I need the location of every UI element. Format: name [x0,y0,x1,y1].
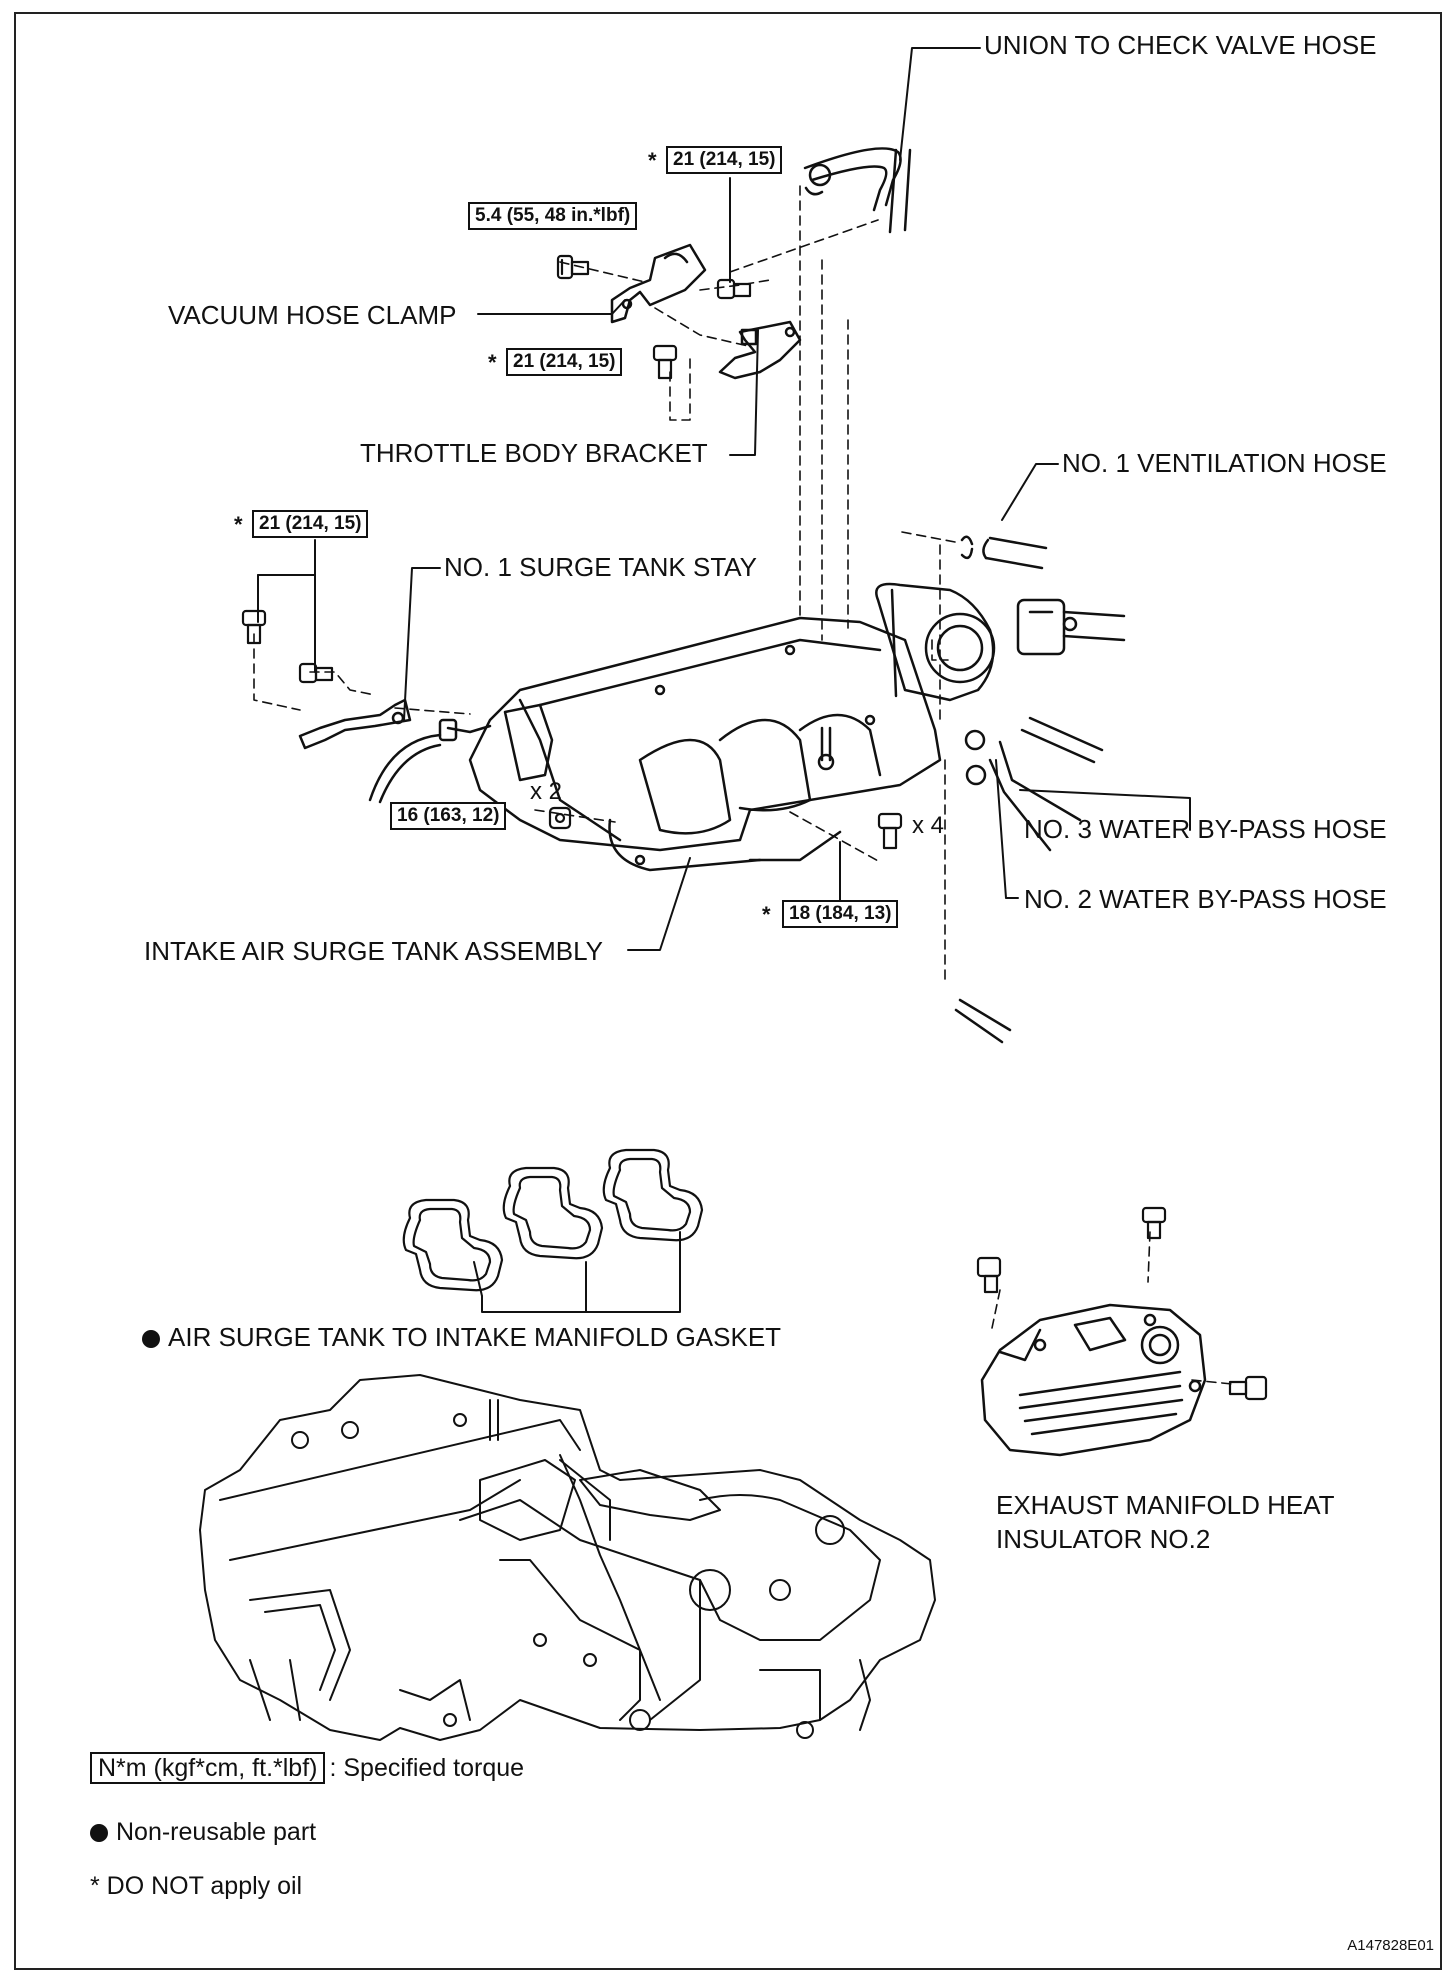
assembly-dashed-lines [253,185,1233,1385]
torque-spec-t3: 21 (214, 15) [506,348,623,376]
union-check-valve-hose [803,147,912,234]
non-reusable-dot-icon [142,1330,160,1348]
label-insulator-line2: INSULATOR NO.2 [996,1524,1211,1554]
legend-nonreusable-text: Non-reusable part [116,1818,317,1846]
figure-code: A147828E01 [1347,1937,1434,1954]
intake-manifold-gaskets [402,1148,704,1292]
quantity-x2: x 2 [530,778,563,805]
legend-torque-desc: : Specified torque [329,1754,525,1782]
exhaust-manifold-heat-insulator [980,1303,1207,1457]
legend-no-oil: * DO NOT apply oil [90,1872,303,1900]
label-no3-water-bypass-hose: NO. 3 WATER BY-PASS HOSE [1024,814,1387,844]
label-union-check-valve-hose: UNION TO CHECK VALVE HOSE [984,30,1377,60]
label-no1-ventilation-hose: NO. 1 VENTILATION HOSE [1062,448,1387,478]
bolt-18 [877,812,903,850]
label-gasket-text: AIR SURGE TANK TO INTAKE MANIFOLD GASKET [168,1322,782,1352]
label-gasket: AIR SURGE TANK TO INTAKE MANIFOLD GASKET [142,1322,781,1352]
bolt-5-4 [556,254,590,280]
no-oil-asterisk-2: * [488,350,497,375]
diagram-frame [14,12,1442,1970]
label-intake-air-surge-tank-assembly: INTAKE AIR SURGE TANK ASSEMBLY [144,936,603,966]
torque-spec-t4: 21 (214, 15) [252,510,369,538]
sensor-connector [1016,598,1126,656]
label-insulator-line1: EXHAUST MANIFOLD HEAT [996,1490,1335,1520]
leader-lines [257,47,1191,1313]
torque-spec-t5: 16 (163, 12) [390,802,507,830]
label-no2-water-bypass-hose: NO. 2 WATER BY-PASS HOSE [1024,884,1387,914]
bolts [241,254,1268,1401]
torque-spec-t6: 18 (184, 13) [782,900,899,928]
quantity-x4: x 4 [912,812,945,839]
engine-block [199,1374,936,1741]
ventilation-hose [960,535,1048,570]
vacuum-hose-clamp [610,243,707,324]
intake-air-surge-tank [298,616,942,872]
insulator-bolt-a [976,1256,1002,1294]
legend-torque: N*m (kgf*cm, ft.*lbf): Specified torque [90,1752,525,1784]
non-reusable-dot-icon [90,1824,108,1842]
water-bypass-hoses [954,716,1104,1044]
nut-16 [548,806,572,830]
bolt-21-top [716,278,752,300]
label-no1-surge-tank-stay: NO. 1 SURGE TANK STAY [444,552,758,582]
legend-nonreusable: Non-reusable part [90,1818,316,1847]
label-throttle-body-bracket: THROTTLE BODY BRACKET [360,438,708,468]
legend-torque-unit: N*m (kgf*cm, ft.*lbf) [90,1752,326,1784]
bolt-21-stay-a [241,609,267,645]
no-oil-asterisk-3: * [234,512,243,537]
bolt-21-bracket [652,344,678,380]
label-vacuum-hose-clamp: VACUUM HOSE CLAMP [168,300,457,330]
throttle-body-bracket [718,320,802,380]
torque-spec-t1: 21 (214, 15) [666,146,783,174]
no-oil-asterisk-1: * [648,148,657,173]
insulator-bolt-c [1228,1375,1268,1401]
throttle-body [875,582,996,702]
no-oil-asterisk-4: * [762,902,771,927]
insulator-bolt-b [1141,1206,1167,1240]
bolt-21-stay-b [298,662,334,684]
torque-spec-t2: 5.4 (55, 48 in.*lbf) [468,202,638,230]
